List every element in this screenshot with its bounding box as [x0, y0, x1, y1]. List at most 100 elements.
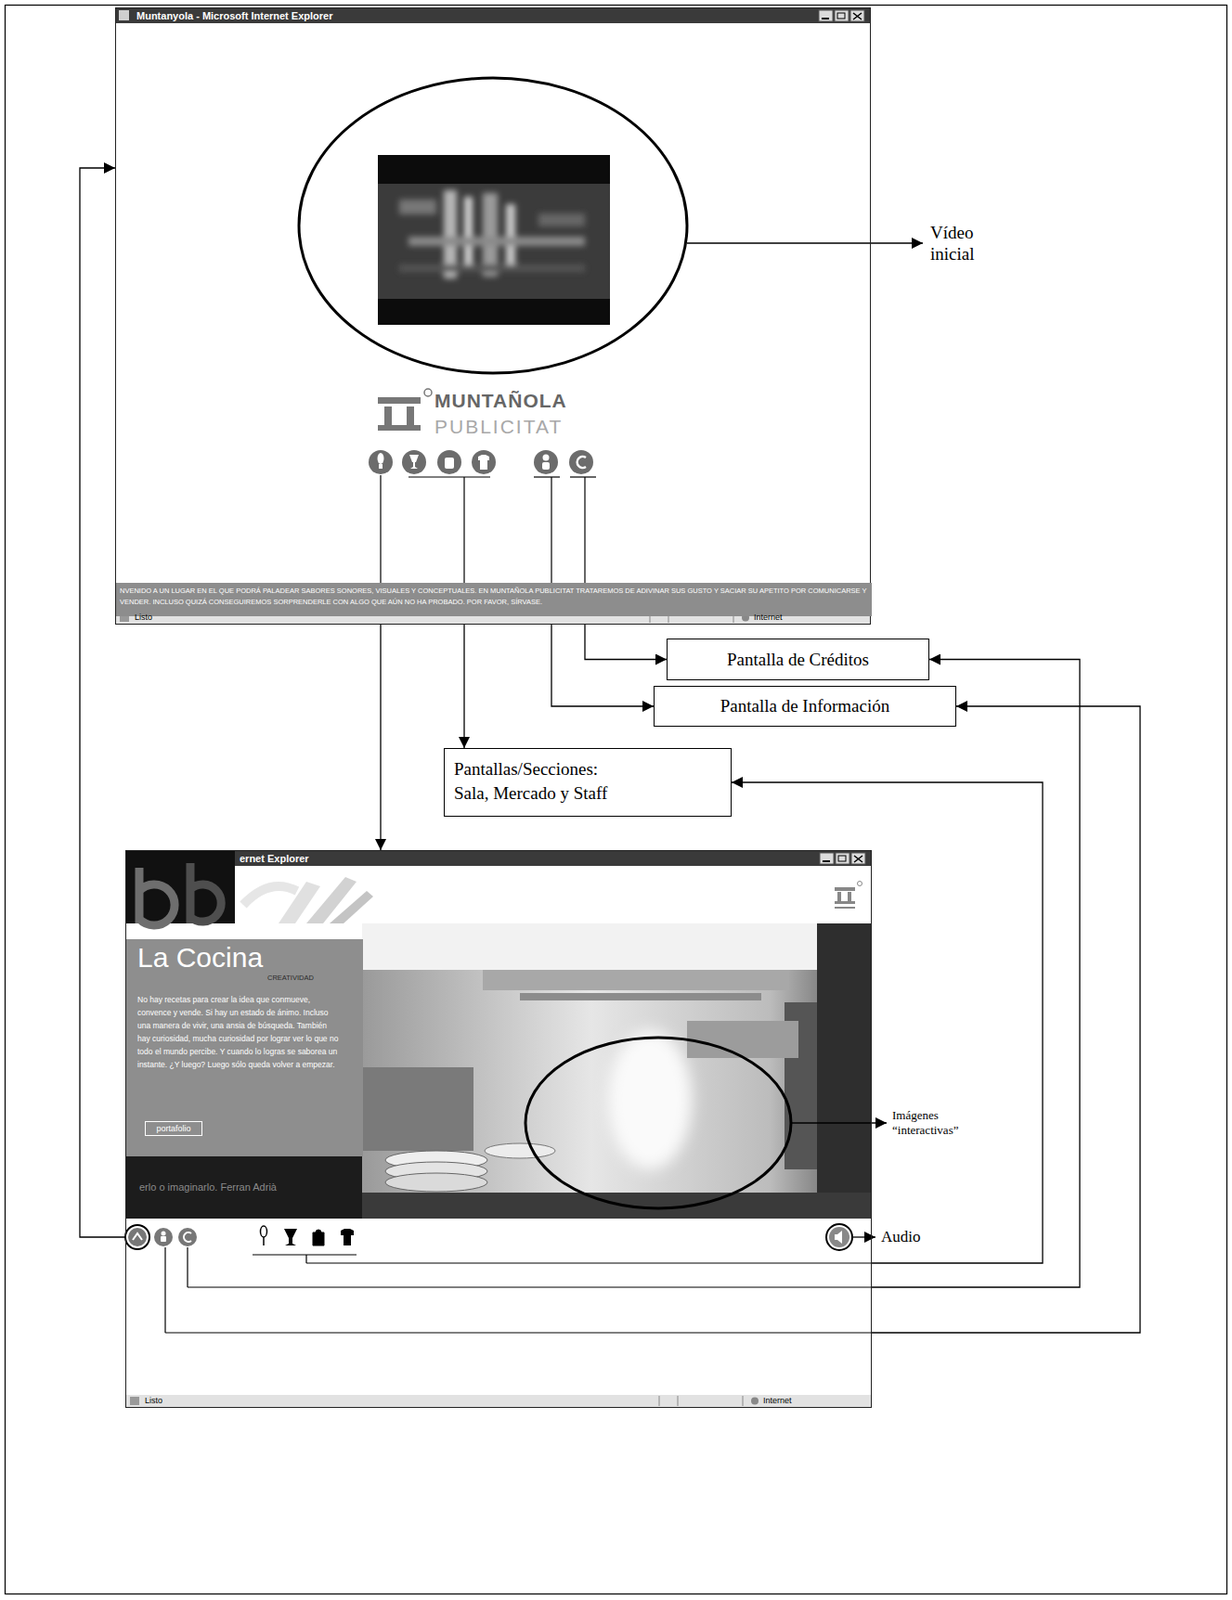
title-bar: [125, 850, 872, 867]
window-controls: [818, 10, 865, 22]
header-decoration-part: [329, 891, 374, 924]
logo-mark-part: [377, 397, 421, 404]
window-title: Muntanyola - Microsoft Internet Explorer: [136, 10, 870, 23]
window-controls: [819, 853, 866, 865]
logo-mark: [377, 389, 432, 431]
status-text: Listo: [134, 611, 153, 624]
connector-arrow: [731, 782, 1043, 1264]
corner-logo-part: [834, 901, 856, 905]
bottom-nav-icons-part: [125, 1225, 150, 1250]
window-controls-part: [821, 17, 830, 20]
bottom-nav-icons-part: [132, 1233, 143, 1241]
audio-icon-part: [826, 1224, 853, 1251]
kitchen-photo: [362, 923, 872, 1220]
kitchen-photo-part: [482, 970, 790, 991]
connector-arrow: [871, 660, 1080, 1289]
video-frame-part: [377, 183, 610, 299]
kitchen-photo-part: [362, 1067, 474, 1152]
icon-leaders-part: [305, 1255, 307, 1264]
portfolio-button: portafolio: [144, 1121, 203, 1137]
corner-logo-part: [837, 892, 842, 902]
header-decoration: [243, 877, 374, 924]
annotation-text: Pantalla de Información: [720, 695, 891, 718]
video-frame: [377, 155, 610, 325]
logo-mark-part: [384, 406, 392, 426]
status-bar-part: [659, 1396, 661, 1407]
logo-mark-part: [406, 406, 415, 426]
window-controls-part: [854, 855, 863, 863]
video-frame-part: [399, 190, 585, 279]
header-decoration-part: [243, 886, 298, 906]
kitchen-photo-part: [817, 923, 872, 1220]
logo-mark-part: [377, 425, 421, 431]
leader-arrow: [687, 242, 923, 244]
bottom-nav-icons-part: [312, 1230, 325, 1246]
annotation-label: Vídeo inicial: [930, 221, 988, 265]
window-title: ernet Explorer: [239, 853, 871, 866]
corner-logo-part: [834, 907, 856, 909]
nav-icons-part-part: [409, 454, 419, 469]
nav-icons-part: [533, 450, 558, 475]
corner-logo-part: [847, 892, 852, 902]
icon-leaders-part: [570, 476, 597, 478]
icon-leaders-part: [306, 1262, 872, 1264]
window-controls-part: [851, 853, 866, 865]
browser-window: ernet Explorer La CocinaCREATIVIDADNo hay…: [125, 850, 872, 1409]
bottom-nav-icons-part: [340, 1229, 354, 1246]
icon-leaders-part: [186, 1247, 188, 1288]
highlight-ellipse: [298, 77, 688, 374]
nav-icons-part: [577, 456, 586, 468]
annotation-label: Audio: [881, 1227, 921, 1247]
window-controls-part: [818, 10, 833, 22]
nav-icons-part-part: [377, 453, 385, 465]
annotation-label: Imágenes “interactivas”: [892, 1108, 981, 1139]
nav-icons: [368, 450, 594, 475]
dark-logo-block-part: [125, 850, 235, 867]
window-controls-part: [838, 855, 846, 862]
video-frame-part-part: [538, 213, 585, 227]
icon-leaders-part: [187, 1286, 872, 1288]
leader-arrow: [853, 1236, 876, 1238]
browser-window: Muntanyola - Microsoft Internet Explorer…: [115, 7, 871, 625]
marquee-text: NVENIDO A UN LUGAR EN EL QUE PODRÁ PALAD…: [116, 583, 872, 611]
nav-icons-part: [437, 450, 462, 475]
bottom-nav-icons-part: [178, 1228, 197, 1247]
window-icon: [118, 10, 130, 21]
window-ground: [115, 7, 871, 625]
bottom-nav-icons-part: [128, 1228, 147, 1247]
kitchen-photo-part: [484, 1143, 556, 1159]
section-subtitle: CREATIVIDAD: [267, 973, 364, 984]
nav-icons-part-part: [478, 454, 490, 470]
annotation-text: Pantallas/Secciones: Sala, Mercado y Sta…: [453, 757, 620, 806]
nav-icons-part: [368, 450, 393, 475]
annotation-box: Pantallas/Secciones: Sala, Mercado y Sta…: [443, 748, 732, 818]
status-bar: [126, 1395, 871, 1408]
video-frame-part-part: [408, 236, 585, 247]
nav-icons-part: [377, 453, 551, 470]
bottom-nav-icons-part: [284, 1229, 298, 1246]
status-bar-part: [677, 1396, 679, 1407]
window-controls-part: [835, 853, 850, 865]
audio-icon-part: [829, 1227, 850, 1248]
corner-logo: [834, 881, 863, 910]
bottom-nav-icons-part: [260, 1226, 268, 1246]
icon-leaders-part: [252, 1254, 357, 1256]
icon-leaders-part: [164, 1247, 166, 1334]
quote-bar: [125, 1155, 363, 1220]
status-bar-part: [129, 1397, 140, 1406]
icon-leaders: [125, 1237, 872, 1334]
logo-mark-part: [424, 389, 432, 397]
nav-icons-part: [471, 450, 496, 475]
bottom-nav-icons-part: [183, 1232, 192, 1243]
nav-icons-part: [569, 450, 594, 475]
video-frame-part-part: [399, 199, 437, 215]
connector-arrow: [79, 168, 126, 1238]
bottom-nav-icons-part: [161, 1232, 167, 1237]
window-controls-part: [853, 12, 862, 20]
icon-leaders-part: [533, 476, 560, 478]
connector-arrow: [379, 624, 381, 851]
icon-leaders-part: [408, 476, 491, 478]
section-panel: La CocinaCREATIVIDADNo hay recetas para …: [126, 939, 364, 1157]
marquee-band: NVENIDO A UN LUGAR EN EL QUE PODRÁ PALAD…: [116, 583, 872, 617]
